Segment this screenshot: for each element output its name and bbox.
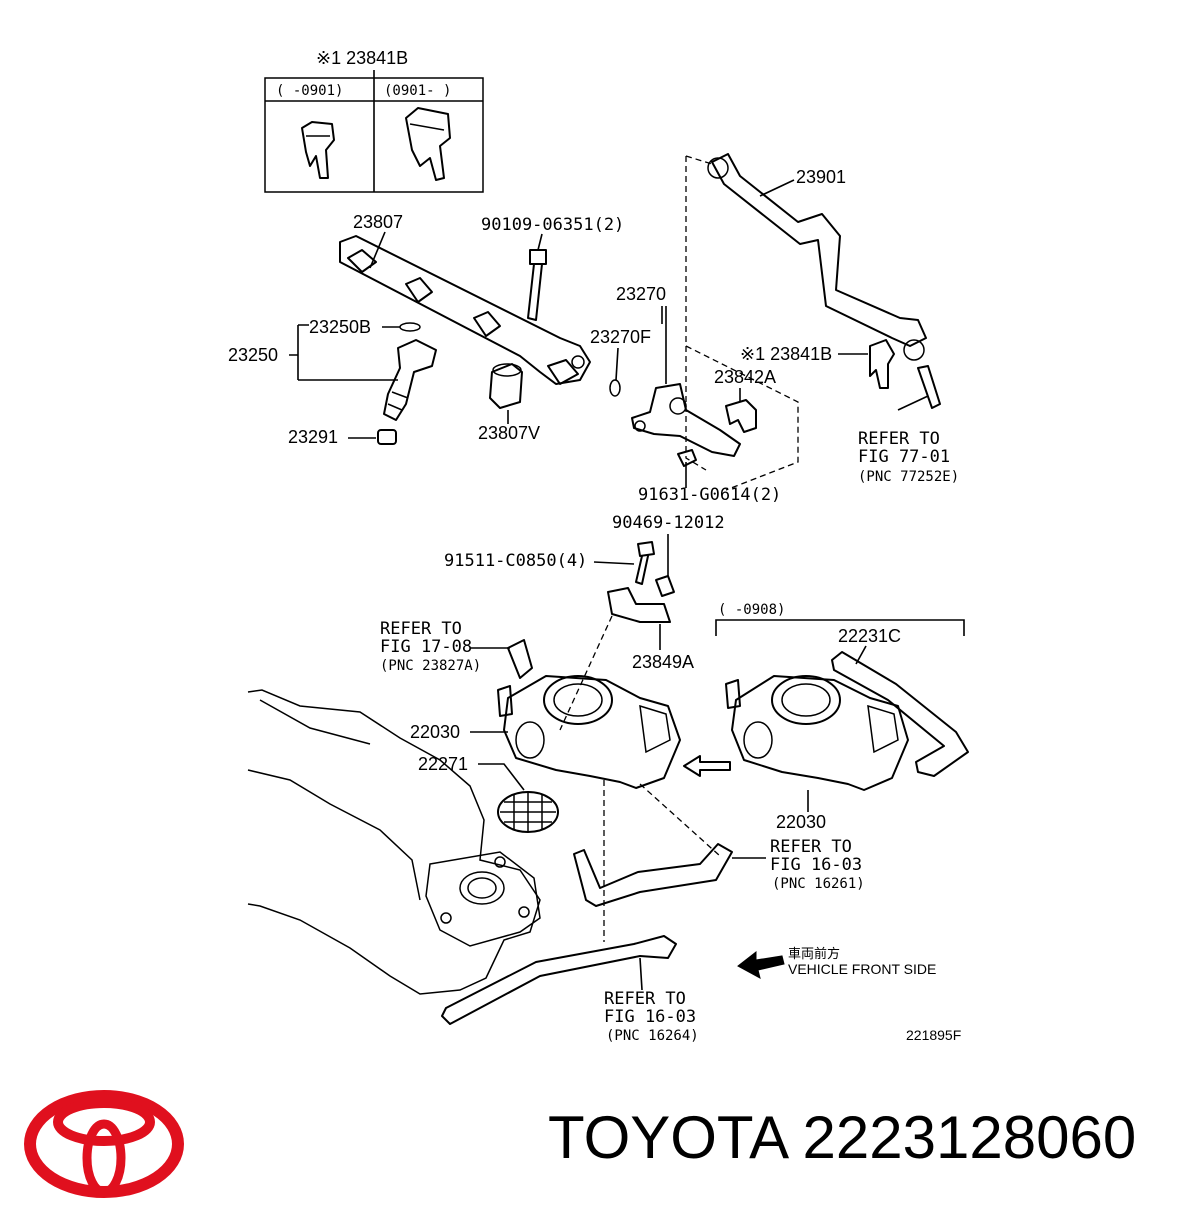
refer-16264-line1: REFER TO	[604, 989, 686, 1009]
label-23807: 23807	[353, 212, 403, 232]
label-23849a: 23849A	[632, 652, 694, 672]
label-23250b: 23250B	[309, 317, 371, 337]
pressure-regulator	[631, 383, 741, 457]
label-22030-left: 22030	[410, 722, 460, 742]
label-23270f: 23270F	[590, 327, 651, 347]
label-23807v: 23807V	[478, 423, 540, 443]
insulator-23807v	[489, 363, 523, 409]
leader-23807	[369, 231, 386, 269]
hose-16264	[441, 935, 677, 1025]
front-note-jp: 車両前方	[788, 946, 840, 962]
leader-23270	[661, 306, 667, 384]
seal-23291	[377, 429, 397, 445]
refer-note-16264: REFER TO FIG 16-03 (PNC 16264)	[604, 989, 699, 1044]
label-23291: 23291	[288, 427, 338, 447]
transfer-arrow-icon	[683, 755, 731, 777]
clip-new-icon	[405, 107, 451, 181]
label-23841b-top: ※1 23841B	[316, 48, 408, 68]
refer-note-17-08: REFER TO FIG 17-08 (PNC 23827A)	[380, 619, 533, 679]
clip-23841b	[869, 339, 895, 389]
refer-17-line1: REFER TO	[380, 619, 462, 639]
label-23250: 23250	[228, 345, 278, 365]
refer-17-line2: FIG 17-08	[380, 637, 472, 657]
label-range-0908: ( -0908)	[718, 602, 785, 618]
label-22271: 22271	[418, 754, 468, 774]
refer-77-line2: FIG 77-01	[858, 447, 950, 467]
variant-box	[264, 77, 484, 193]
bracket-0908	[715, 619, 965, 636]
toyota-logo	[24, 1090, 184, 1198]
label-91631: 91631-G0614(2)	[638, 485, 781, 505]
bolt-91631	[677, 449, 697, 467]
refer-16261-line3: (PNC 16261)	[772, 876, 865, 892]
hose-17	[507, 639, 533, 679]
hose-16261	[573, 843, 733, 907]
leader-90109	[537, 233, 543, 251]
fuel-delivery-pipe	[339, 235, 591, 385]
label-23270: 23270	[616, 284, 666, 304]
bracket-23849a	[607, 575, 675, 623]
label-23901: 23901	[796, 167, 846, 187]
refer-17-line3: (PNC 23827A)	[380, 658, 481, 674]
label-23841b-mid: ※1 23841B	[740, 344, 832, 364]
label-range-right: (0901- )	[384, 83, 451, 99]
intake-manifold	[247, 689, 541, 995]
label-22030-right: 22030	[776, 812, 826, 832]
leader-22271	[478, 763, 525, 791]
hose-77	[917, 365, 941, 409]
refer-16264-line2: FIG 16-03	[604, 1007, 696, 1027]
dash-23901-left	[685, 156, 707, 471]
bracket-23250	[289, 324, 398, 381]
throttle-body-right	[725, 675, 909, 791]
throttle-body-left	[497, 675, 681, 789]
refer-16261-line2: FIG 16-03	[770, 855, 862, 875]
label-90469: 90469-12012	[612, 513, 725, 533]
refer-77-line3: (PNC 77252E)	[858, 469, 959, 485]
leader-23270f	[615, 347, 619, 381]
dash-23901-top	[685, 155, 713, 165]
bolt-91511	[635, 541, 655, 585]
dash-regulator-box	[685, 345, 799, 491]
leader-refer-77	[897, 395, 929, 411]
dash-bracket	[559, 615, 613, 731]
fuel-pipe-23901	[707, 153, 927, 361]
oring-23250b	[399, 322, 421, 332]
refer-77-line1: REFER TO	[858, 429, 940, 449]
dash-throttle-hose	[639, 783, 721, 857]
label-90109: 90109-06351(2)	[481, 215, 624, 235]
fuel-injector	[383, 339, 437, 421]
refer-note-77-01: REFER TO FIG 77-01 (PNC 77252E)	[858, 365, 959, 485]
oring-23270f	[609, 379, 621, 397]
front-note-en: VEHICLE FRONT SIDE	[788, 961, 936, 977]
leader-91511	[593, 561, 635, 565]
hose-22231c	[831, 651, 969, 777]
gasket-22271	[497, 791, 559, 833]
figure-code: 221895F	[906, 1027, 961, 1043]
label-22231c: 22231C	[838, 626, 901, 646]
refer-note-16261: REFER TO FIG 16-03 (PNC 16261)	[770, 837, 865, 892]
label-23842a: 23842A	[714, 367, 776, 387]
refer-16264-line3: (PNC 16264)	[606, 1028, 699, 1044]
leader-23901	[759, 179, 795, 197]
front-arrow-icon	[737, 950, 785, 979]
refer-16261-line1: REFER TO	[770, 837, 852, 857]
bolt-90109	[527, 249, 547, 321]
label-range-left: ( -0901)	[276, 83, 343, 99]
brand-part-number: TOYOTA 2223128060	[548, 1104, 1137, 1171]
label-91511: 91511-C0850(4)	[444, 551, 587, 571]
clamp-23842a	[725, 399, 757, 433]
leader-refer-16264	[639, 957, 643, 991]
clip-old-icon	[301, 121, 335, 179]
